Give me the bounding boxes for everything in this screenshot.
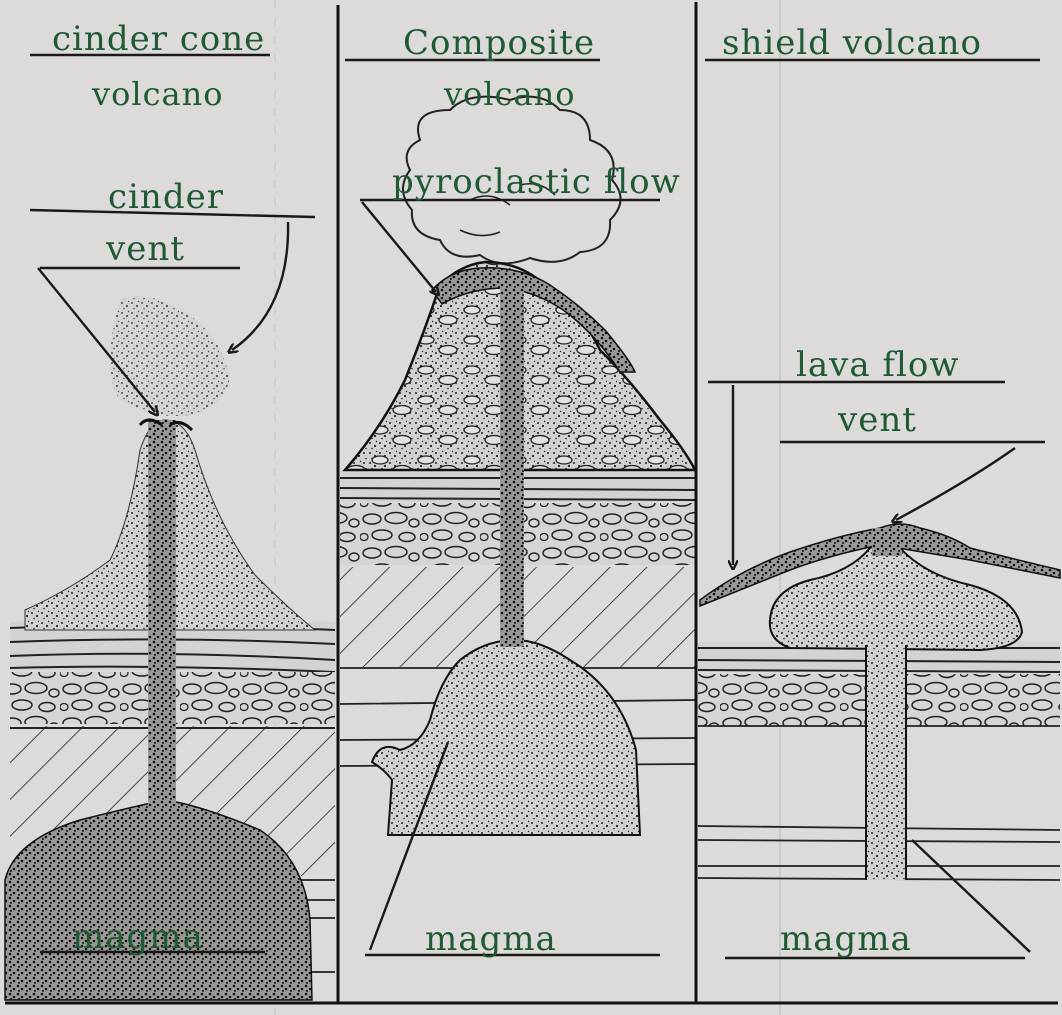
- conduit: [500, 275, 524, 647]
- composite-title-line1: Composite: [403, 26, 595, 60]
- cinder-magma-label: magma: [72, 920, 204, 954]
- conduit: [148, 420, 176, 810]
- vent-plug: [872, 528, 902, 556]
- cinder-label: cinder: [108, 180, 224, 214]
- shield-magma-label: magma: [780, 922, 912, 956]
- shield-vent-label: vent: [838, 403, 917, 437]
- composite-magma-label: magma: [425, 922, 557, 956]
- pyroclastic-flow-label: pyroclastic flow: [392, 165, 681, 199]
- cinder-vent-label: vent: [106, 232, 185, 266]
- conduit: [866, 645, 906, 880]
- cinder-title-line2: volcano: [92, 78, 223, 110]
- composite-title-line2: volcano: [444, 78, 575, 110]
- cinder-title-line1: cinder cone: [52, 22, 265, 56]
- shield-title: shield volcano: [722, 26, 982, 60]
- lava-flow-label: lava flow: [796, 348, 959, 382]
